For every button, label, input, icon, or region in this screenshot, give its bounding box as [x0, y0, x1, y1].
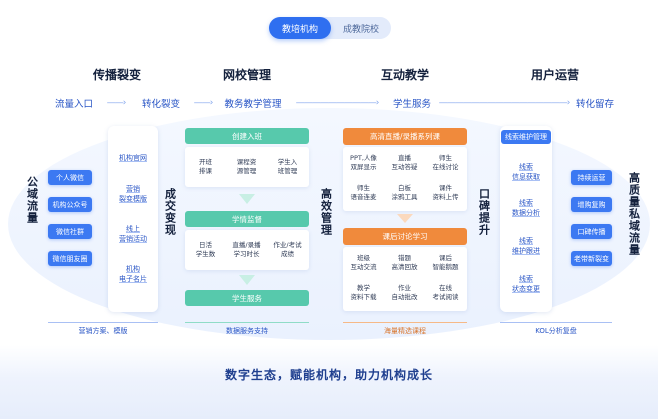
- cell-upload: 课件 资料上传: [432, 184, 459, 201]
- tab-adult-college[interactable]: 成教院校: [342, 24, 379, 35]
- cell-online-exam: 在线 考试阅读: [432, 284, 459, 301]
- section-title-teaching: 互动教学: [380, 67, 429, 82]
- caption-line: [185, 322, 309, 323]
- block-title-student-service: 学生服务: [185, 290, 309, 306]
- section-title-campus: 网校管理: [222, 67, 271, 82]
- section-title-spread: 传播裂变: [92, 67, 141, 82]
- item-lead-status[interactable]: 线索 状态变更: [512, 275, 540, 293]
- cell-online-discuss: 师生 在线讨论: [432, 154, 459, 171]
- section-title-operation: 用户运营: [530, 67, 579, 82]
- item-business-card[interactable]: 机构 电子名片: [119, 265, 147, 283]
- pill-personal-wechat[interactable]: 个人微信: [48, 170, 92, 185]
- block-create-class: 开班 排课 课程资 源管理 学生入 班管理: [185, 147, 309, 187]
- cell-smart-question: 课后 智能鹅题: [432, 254, 459, 271]
- cell-replay: 错题 高清回放: [391, 254, 418, 271]
- block-title-supervision: 学情监督: [185, 211, 309, 227]
- pill-repurchase[interactable]: 增购复购: [571, 197, 612, 212]
- cell-study-time: 直播/录播 学习时长: [232, 241, 261, 258]
- conversion-card: [108, 126, 158, 312]
- cell-live-qa: 直播 互动答疑: [391, 154, 418, 171]
- caption-data-service: 数据服务支持: [226, 327, 268, 335]
- cell-scores: 作业/考试 成绩: [273, 241, 302, 258]
- flow-retention: 转化留存: [575, 99, 614, 110]
- flow-conversion: 转化裂变: [141, 99, 180, 110]
- label-private-traffic: 高质量私域流量: [627, 172, 641, 256]
- down-arrow-icon: [239, 194, 255, 204]
- cell-class-exchange: 班级 互动交流: [350, 254, 377, 271]
- down-arrow-icon: [397, 214, 413, 223]
- caption-line: [343, 322, 467, 323]
- cell-voice-link: 师生 语音连麦: [350, 184, 377, 201]
- cell-whiteboard: 白板 涂鸦工具: [391, 184, 418, 201]
- item-lead-analysis[interactable]: 线索 数据分析: [512, 199, 540, 217]
- block-after-class: 班级 互动交流 错题 高清回放 课后 智能鹅题 教学 资料下载 作业 自动批改 …: [343, 247, 467, 311]
- cell-course-resource: 课程资 源管理: [236, 158, 257, 175]
- item-official-site[interactable]: 机构官网: [119, 154, 147, 162]
- cell-dual-screen: PPT,人像 双屏显示: [350, 154, 377, 171]
- cell-schedule: 开班 排课: [199, 158, 212, 175]
- block-title-lead-maintenance: 线索维护管理: [501, 130, 551, 144]
- flow-arrow-icon: ————————————————›: [438, 98, 571, 108]
- label-efficient-management: 高效管理: [319, 188, 333, 236]
- pill-wechat-group[interactable]: 微信社群: [48, 224, 92, 239]
- pill-continuous-operation[interactable]: 持续运营: [571, 170, 612, 185]
- down-arrow-icon: [239, 275, 255, 285]
- caption-kol: KOL分析复盘: [535, 327, 577, 335]
- flow-arrow-icon: ——›: [106, 98, 127, 108]
- label-public-traffic: 公域流量: [25, 176, 39, 224]
- pill-word-of-mouth[interactable]: 口碑传播: [571, 224, 612, 239]
- flow-arrow-icon: ——————————›: [295, 98, 380, 108]
- flow-student-service: 学生服务: [392, 99, 431, 110]
- cell-material-download: 教学 资料下载: [350, 284, 377, 301]
- label-deal-monetization: 成交变现: [163, 188, 177, 236]
- flow-traffic-entry: 流量入口: [54, 99, 93, 110]
- caption-courses: 海量精选课程: [384, 327, 426, 335]
- block-title-after-class: 课后讨论学习: [343, 228, 467, 245]
- item-online-campaign[interactable]: 线上 营销活动: [119, 225, 147, 243]
- caption-line: [500, 322, 612, 323]
- banner-slogan: 数字生态，赋能机构，助力机构成长: [224, 367, 433, 382]
- pill-moments[interactable]: 微信朋友圈: [48, 251, 92, 266]
- block-live-course: PPT,人像 双屏显示 直播 互动答疑 师生 在线讨论 师生 语音连麦 白板 涂…: [343, 147, 467, 211]
- tab-training-institution[interactable]: 教培机构: [269, 17, 331, 39]
- pill-official-account[interactable]: 机构公众号: [48, 197, 92, 212]
- caption-marketing: 营销方案、模版: [78, 327, 128, 335]
- label-reputation: 口碑提升: [477, 188, 491, 236]
- cell-enroll: 学生入 班管理: [277, 158, 298, 175]
- bottom-banner: [0, 345, 658, 419]
- item-marketing-template[interactable]: 营销 裂变模版: [119, 185, 147, 203]
- cell-auto-grading: 作业 自动批改: [391, 284, 418, 301]
- item-lead-followup[interactable]: 线索 维护跟进: [512, 237, 540, 255]
- pill-referral[interactable]: 老带新裂变: [571, 251, 612, 266]
- caption-line: [48, 322, 158, 323]
- operation-card: [500, 126, 552, 312]
- block-title-live-course: 高清直播/录播系列课: [343, 128, 467, 145]
- block-title-create-class: 创建入班: [185, 128, 309, 144]
- block-supervision: 日活 学生数 直播/录播 学习时长 作业/考试 成绩: [185, 230, 309, 270]
- cell-daily-active: 日活 学生数: [195, 241, 216, 258]
- flow-academic-management: 教务教学管理: [224, 99, 282, 110]
- tab-group: 教培机构 成教院校: [269, 17, 391, 39]
- flow-arrow-icon: ——›: [193, 98, 214, 108]
- item-lead-acquire[interactable]: 线索 信息获取: [512, 163, 540, 181]
